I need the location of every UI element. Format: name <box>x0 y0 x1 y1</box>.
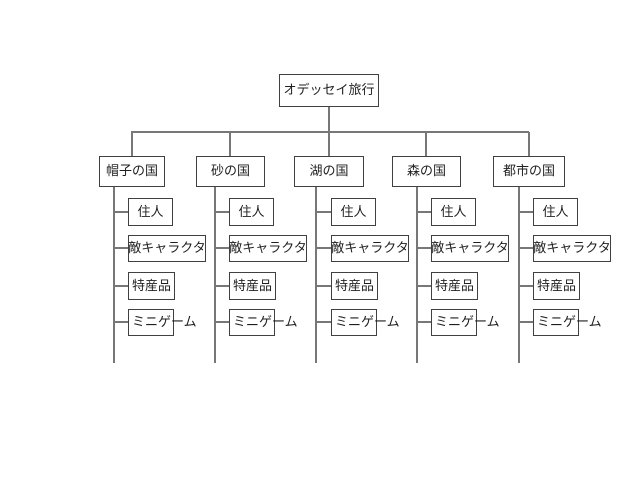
connector-tick-line <box>214 211 230 213</box>
leaf-node: 住人 <box>533 198 578 226</box>
country-node: 都市の国 <box>493 156 565 187</box>
connector-tick-line <box>113 321 129 323</box>
connector-tick-line <box>518 321 534 323</box>
connector-trunk-line <box>113 187 115 363</box>
country-node: 森の国 <box>392 156 461 187</box>
leaf-node: 特産品 <box>431 272 478 300</box>
leaf-node: ミニゲーム <box>128 309 197 336</box>
leaf-node: 住人 <box>229 198 274 226</box>
connector-trunk-line <box>315 187 317 363</box>
connector-trunk-line <box>518 187 520 363</box>
leaf-node: ミニゲーム <box>431 309 500 336</box>
connector-bus-line <box>131 131 529 133</box>
root-node: オデッセイ旅行 <box>279 74 379 107</box>
leaf-node: ミニゲーム <box>229 309 298 336</box>
leaf-node: 特産品 <box>533 272 580 300</box>
connector-root-stub-line <box>328 107 330 132</box>
connector-tick-line <box>214 321 230 323</box>
leaf-node: 敵キャラクタ <box>229 235 307 262</box>
connector-tick-line <box>416 211 432 213</box>
connector-tick-line <box>416 285 432 287</box>
country-node: 帽子の国 <box>99 156 165 187</box>
leaf-node: 特産品 <box>128 272 175 300</box>
connector-tick-line <box>518 247 534 249</box>
leaf-node: 住人 <box>431 198 476 226</box>
leaf-node: 敵キャラクタ <box>431 235 509 262</box>
connector-tick-line <box>416 247 432 249</box>
connector-trunk-line <box>416 187 418 363</box>
leaf-node: 敵キャラクタ <box>128 235 206 262</box>
leaf-node: 住人 <box>331 198 376 226</box>
connector-trunk-line <box>214 187 216 363</box>
leaf-node: 特産品 <box>229 272 276 300</box>
connector-tick-line <box>113 285 129 287</box>
connector-drop-line <box>528 132 530 156</box>
connector-drop-line <box>328 132 330 156</box>
connector-tick-line <box>214 285 230 287</box>
connector-tick-line <box>315 247 331 249</box>
leaf-node: 敵キャラクタ <box>533 235 611 262</box>
connector-tick-line <box>315 211 331 213</box>
connector-tick-line <box>416 321 432 323</box>
leaf-node: 特産品 <box>331 272 378 300</box>
leaf-node: ミニゲーム <box>331 309 400 336</box>
country-node: 砂の国 <box>196 156 265 187</box>
connector-tick-line <box>113 211 129 213</box>
leaf-node: 住人 <box>128 198 173 226</box>
leaf-node: ミニゲーム <box>533 309 602 336</box>
connector-drop-line <box>425 132 427 156</box>
connector-tick-line <box>315 285 331 287</box>
leaf-node: 敵キャラクタ <box>331 235 409 262</box>
connector-drop-line <box>131 132 133 156</box>
connector-tick-line <box>214 247 230 249</box>
connector-tick-line <box>113 247 129 249</box>
connector-tick-line <box>518 211 534 213</box>
country-node: 湖の国 <box>294 156 364 187</box>
connector-tick-line <box>518 285 534 287</box>
connector-tick-line <box>315 321 331 323</box>
connector-drop-line <box>229 132 231 156</box>
